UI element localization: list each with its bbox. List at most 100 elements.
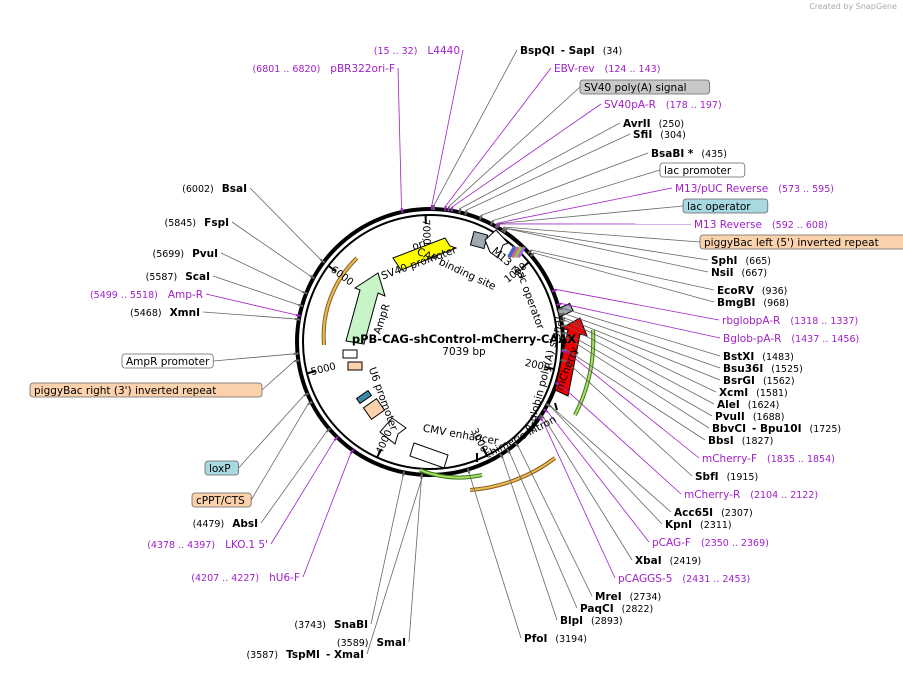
leader-line: [206, 294, 296, 315]
plasmid-name: pPB-CAG-shControl-mCherry-CAAX: [352, 332, 576, 346]
feature-label[interactable]: AmpR promoter: [126, 356, 210, 368]
primer-label[interactable]: (15 .. 32)L4440: [374, 45, 460, 57]
primer-label[interactable]: M13 Reverse(592 .. 608): [694, 219, 828, 231]
primer-label[interactable]: M13/pUC Reverse(573 .. 595): [675, 183, 834, 195]
inner-feature-label: AmpR: [372, 302, 393, 336]
primer-label[interactable]: pCAGGS-5(2431 .. 2453): [618, 573, 750, 585]
primer-label[interactable]: mCherry-R(2104 .. 2122): [684, 489, 818, 501]
site-label[interactable]: SbfI(1915): [695, 471, 758, 483]
site-label[interactable]: PvuII(1688): [715, 411, 784, 423]
site-label[interactable]: BbvCI- Bpu10I(1725): [712, 423, 841, 435]
site-label[interactable]: PaqCI(2822): [580, 603, 653, 615]
leader-line: [566, 326, 714, 404]
leader-line: [213, 276, 298, 305]
loxp-box[interactable]: [357, 391, 372, 404]
leader-line: [250, 188, 321, 260]
primer-label[interactable]: (4207 .. 4227)hU6-F: [191, 572, 300, 584]
site-marker: [403, 471, 404, 476]
site-label[interactable]: BstXI(1483): [723, 351, 794, 363]
primer-label[interactable]: rbglobpA-R(1318 .. 1337): [722, 315, 858, 327]
site-label[interactable]: PfoI(3194): [524, 633, 587, 645]
site-label[interactable]: Acc65I(2307): [674, 507, 753, 519]
leader-line: [467, 134, 630, 210]
site-label[interactable]: Bsu36I(1525): [723, 363, 803, 375]
feature-label[interactable]: SV40 poly(A) signal: [584, 82, 687, 94]
cmv-enhancer-box[interactable]: [410, 443, 448, 468]
site-label[interactable]: BsrGI(1562): [723, 375, 795, 387]
leader-line: [398, 68, 402, 208]
primer-label[interactable]: (4378 .. 4397)LKO.1 5': [147, 539, 268, 551]
site-label[interactable]: KpnI(2311): [665, 519, 732, 531]
site-marker: [294, 360, 299, 361]
leader-line: [367, 479, 422, 654]
leader-line: [560, 385, 681, 494]
leader-line: [303, 454, 351, 577]
site-label[interactable]: SfiI(304): [633, 129, 686, 141]
site-label[interactable]: XbaI(2419): [635, 555, 701, 567]
tick-label: 6000: [328, 264, 355, 288]
site-marker: [298, 305, 303, 306]
leader-line: [499, 206, 683, 223]
leader-line: [469, 473, 521, 638]
piggybac-right-box[interactable]: [348, 362, 362, 370]
site-label[interactable]: (5468)XmnI: [130, 307, 200, 319]
inner-feature-label: U6 promoter: [366, 366, 400, 433]
site-label[interactable]: (6002)BsaI: [182, 183, 247, 195]
site-label[interactable]: EcoRV(936): [717, 285, 787, 297]
leader-line: [510, 453, 577, 608]
site-label[interactable]: (3743)SnaBI: [294, 619, 368, 631]
site-label[interactable]: (5845)FspI: [165, 217, 229, 229]
site-label[interactable]: BsaBI *(435): [651, 148, 727, 160]
feature-label[interactable]: piggyBac right (3') inverted repeat: [34, 385, 216, 397]
primer-label[interactable]: Bglob-pA-R(1437 .. 1456): [723, 333, 859, 345]
site-marker: [468, 468, 469, 473]
site-label[interactable]: NsiI(667): [711, 267, 767, 279]
site-label[interactable]: XcmI(1581): [719, 387, 788, 399]
feature-label[interactable]: cPPT/CTS: [196, 495, 245, 507]
site-label[interactable]: (5699)PvuI: [152, 248, 218, 260]
primer-label[interactable]: mCherry-F(1835 .. 1854): [702, 453, 835, 465]
amp-promoter-box[interactable]: [343, 350, 357, 358]
leader-line: [518, 447, 592, 596]
site-marker: [459, 208, 460, 213]
leader-line: [564, 314, 720, 368]
site-label[interactable]: (4479)AbsI: [193, 518, 258, 530]
feature-label[interactable]: loxP: [209, 463, 231, 475]
leader-line: [239, 396, 304, 468]
leader-line: [432, 50, 463, 205]
site-label[interactable]: BbsI(1827): [708, 435, 773, 447]
site-label[interactable]: (3587)TspMI- XmaI: [246, 649, 364, 661]
site-marker: [558, 308, 563, 309]
leader-line: [482, 153, 648, 215]
polya-mark: [555, 403, 557, 410]
leader-line: [551, 407, 662, 524]
site-marker: [465, 210, 466, 215]
snapgene-credit: Created by SnapGene: [809, 2, 897, 11]
leader-line: [409, 479, 421, 642]
primer-label[interactable]: (6801 .. 6820)pBR322ori-F: [252, 63, 395, 75]
site-label[interactable]: BlpI(2893): [560, 615, 623, 627]
site-label[interactable]: BmgBI(968): [717, 297, 789, 309]
inner-feature-label: lac operator: [513, 267, 546, 332]
primer-label[interactable]: (5499 .. 5518)Amp-R: [90, 289, 203, 301]
site-label[interactable]: MreI(2734): [595, 591, 661, 603]
site-marker: [448, 206, 449, 211]
site-marker: [452, 207, 453, 212]
site-label[interactable]: BspQI- SapI(34): [520, 45, 622, 57]
site-label[interactable]: SphI(665): [711, 255, 771, 267]
site-marker: [402, 208, 403, 213]
feature-label[interactable]: lac operator: [687, 201, 751, 213]
feature-label[interactable]: lac promoter: [664, 165, 732, 177]
leader-line: [271, 440, 334, 544]
leader-line: [507, 228, 708, 260]
site-marker: [296, 315, 301, 316]
feature-label[interactable]: piggyBac left (5') inverted repeat: [704, 237, 879, 249]
primer-label[interactable]: SV40pA-R(178 .. 197): [604, 99, 722, 111]
leader-line: [460, 123, 620, 208]
site-label[interactable]: (5587)ScaI: [146, 271, 210, 283]
site-label[interactable]: AleI(1624): [717, 399, 779, 411]
primer-label[interactable]: pCAG-F(2350 .. 2369): [652, 537, 769, 549]
primer-label[interactable]: EBV-rev(124 .. 143): [554, 63, 660, 75]
leader-line: [452, 104, 601, 207]
site-marker: [559, 314, 564, 315]
